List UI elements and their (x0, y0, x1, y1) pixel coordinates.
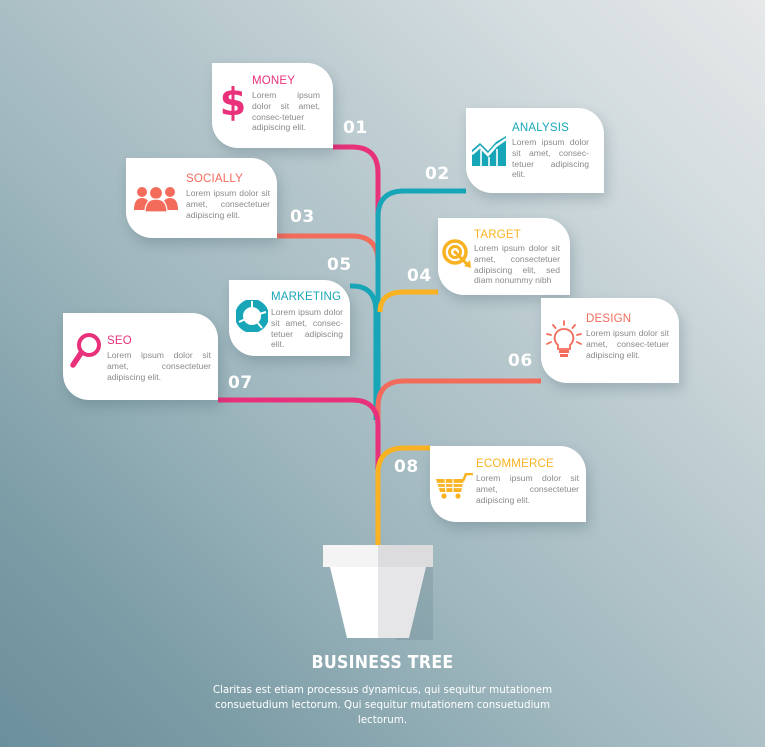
people-icon (134, 185, 178, 212)
card-title: SEO (107, 335, 132, 347)
card-title: TARGET (474, 229, 521, 241)
step-number-02: 02 (425, 164, 450, 184)
card-text: Lorem ipsum dolor sit amet, consec-tetue… (271, 307, 343, 350)
card-seo: SEO Lorem ipsum dolor sit amet, consecte… (63, 313, 218, 400)
card-title: DESIGN (586, 313, 632, 325)
branch-04 (377, 289, 438, 313)
step-number-03: 03 (290, 207, 315, 227)
card-analysis: ANALYSIS Lorem ipsum dolor sit amet, con… (466, 108, 604, 193)
dollar-icon: $ (221, 81, 245, 121)
card-title: SOCIALLY (186, 173, 243, 185)
card-money: $ MONEY Lorem ipsum dolor sit amet, cons… (212, 63, 333, 148)
chart-icon (472, 136, 507, 166)
lightbulb-icon (546, 320, 582, 357)
card-marketing: MARKETING Lorem ipsum dolor sit amet, co… (229, 280, 350, 356)
branch-08 (375, 445, 430, 546)
branch-05 (350, 283, 379, 420)
branch-02 (375, 188, 466, 440)
card-title: ECOMMERCE (476, 458, 554, 470)
target-icon (442, 239, 471, 268)
card-design: DESIGN Lorem ipsum dolor sit amet, conse… (541, 298, 679, 383)
card-text: Lorem ipsum dolor sit amet, consectetuer… (474, 243, 560, 286)
card-title: MARKETING (271, 291, 342, 303)
magnifier-icon (70, 333, 101, 368)
branch-06 (375, 378, 541, 450)
branch-07 (218, 397, 381, 470)
branch-01 (333, 144, 381, 260)
flower-pot (323, 545, 433, 640)
step-number-07: 07 (228, 373, 253, 393)
card-text: Lorem ipsum dolor sit amet, consec-tetue… (252, 90, 320, 133)
card-text: Lorem ipsum dolor sit amet, consectetuer… (107, 350, 211, 382)
cart-icon (436, 473, 473, 499)
page-title: BUSINESS TREE (311, 652, 454, 673)
step-number-04: 04 (407, 266, 432, 286)
card-text: Lorem ipsum dolor sit amet, consec-tetue… (586, 328, 669, 360)
step-number-05: 05 (327, 255, 352, 275)
step-number-06: 06 (508, 351, 533, 371)
step-number-08: 08 (394, 457, 419, 477)
svg-text:$: $ (221, 81, 245, 121)
card-title: MONEY (252, 75, 296, 87)
card-target: TARGET Lorem ipsum dolor sit amet, conse… (438, 218, 570, 295)
card-socially: SOCIALLY Lorem ipsum dolor sit amet, con… (126, 158, 277, 238)
page-description: Claritas est etiam processus dynamicus, … (212, 684, 553, 726)
pie-chart-icon (236, 300, 268, 332)
card-text: Lorem ipsum dolor sit amet, consec-tetue… (512, 137, 589, 180)
card-text: Lorem ipsum dolor sit amet, consectetuer… (476, 473, 579, 505)
step-number-01: 01 (343, 118, 368, 138)
card-title: ANALYSIS (512, 122, 569, 134)
card-ecommerce: ECOMMERCE Lorem ipsum dolor sit amet, co… (430, 446, 586, 522)
card-text: Lorem ipsum dolor sit amet, consectetuer… (186, 188, 270, 220)
